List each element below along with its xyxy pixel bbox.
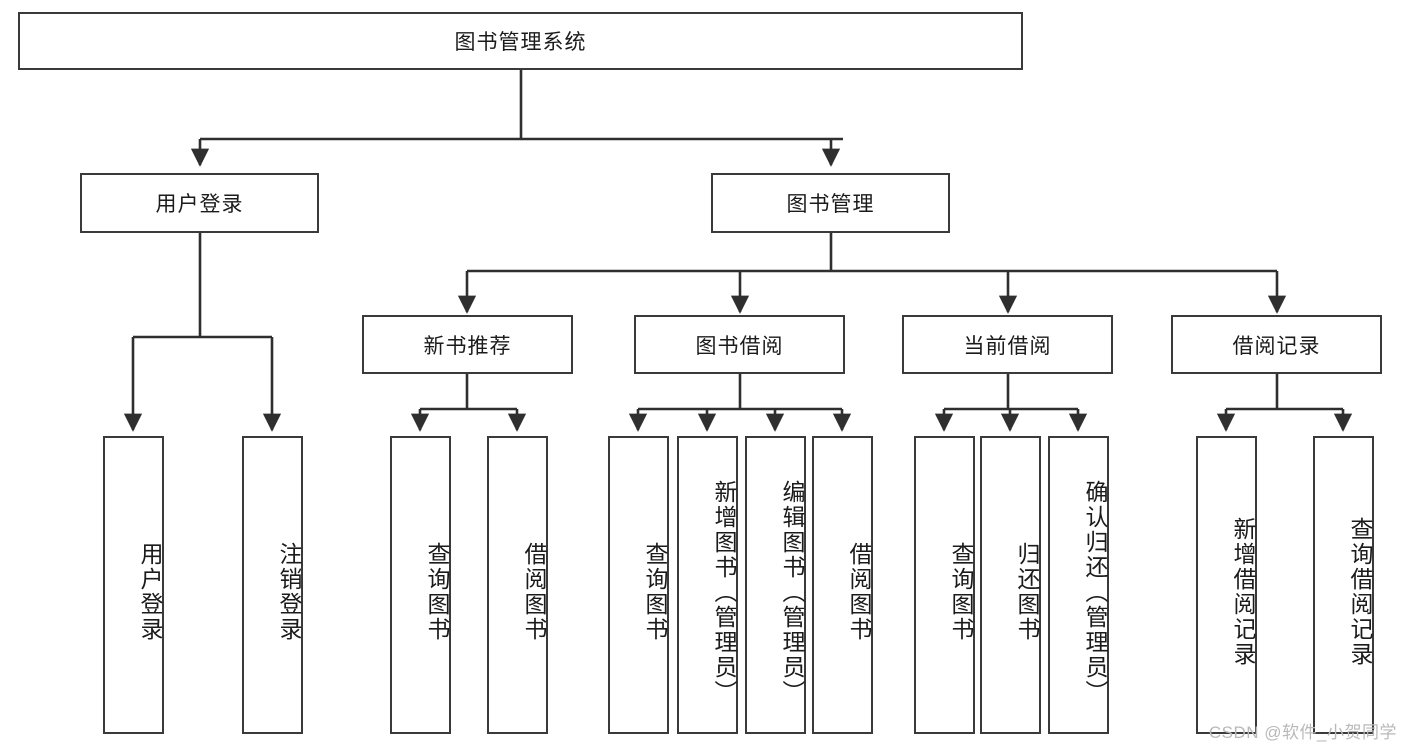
leaf-label: 查询借阅记录: [1347, 517, 1373, 667]
watermark: CSDN @软件_小贺同学: [1208, 723, 1397, 742]
leaf-user-login-signout[interactable]: 注销登录: [242, 436, 303, 734]
leaf-book-borrow-add[interactable]: 新增图书（管理员）: [677, 436, 738, 734]
leaf-new-book-query[interactable]: 查询图书: [390, 436, 451, 734]
leaf-label: 用户登录: [137, 542, 163, 642]
leaf-new-book-borrow[interactable]: 借阅图书: [487, 436, 548, 734]
node-root[interactable]: 图书管理系统: [18, 12, 1023, 70]
leaf-user-login-signin[interactable]: 用户登录: [103, 436, 164, 734]
leaf-book-borrow-edit[interactable]: 编辑图书（管理员）: [745, 436, 806, 734]
leaf-book-borrow-query[interactable]: 查询图书: [608, 436, 669, 734]
leaf-current-borrow-confirm[interactable]: 确认归还（管理员）: [1048, 436, 1109, 734]
leaf-current-borrow-return[interactable]: 归还图书: [980, 436, 1041, 734]
leaf-label: 查询图书: [424, 542, 450, 642]
node-user-login[interactable]: 用户登录: [80, 173, 319, 233]
node-book-management-label: 图书管理: [786, 193, 875, 216]
node-borrow-record[interactable]: 借阅记录: [1171, 315, 1382, 374]
node-book-borrow[interactable]: 图书借阅: [634, 315, 845, 374]
leaf-label: 归还图书: [1014, 542, 1040, 642]
leaf-record-query[interactable]: 查询借阅记录: [1313, 436, 1374, 734]
leaf-record-add[interactable]: 新增借阅记录: [1196, 436, 1257, 734]
node-root-label: 图书管理系统: [454, 31, 587, 54]
node-user-login-label: 用户登录: [155, 193, 244, 216]
node-book-borrow-label: 图书借阅: [695, 334, 784, 358]
leaf-label: 确认归还（管理员）: [1082, 479, 1108, 705]
node-current-borrow-label: 当前借阅: [963, 334, 1052, 358]
node-current-borrow[interactable]: 当前借阅: [902, 315, 1113, 374]
leaf-book-borrow-lend[interactable]: 借阅图书: [812, 436, 873, 734]
node-new-book-recommend-label: 新书推荐: [423, 334, 512, 358]
leaf-label: 借阅图书: [521, 542, 547, 642]
leaf-label: 查询图书: [642, 542, 668, 642]
leaf-current-borrow-query[interactable]: 查询图书: [914, 436, 975, 734]
node-book-management[interactable]: 图书管理: [711, 173, 950, 233]
node-new-book-recommend[interactable]: 新书推荐: [362, 315, 573, 374]
node-borrow-record-label: 借阅记录: [1232, 334, 1321, 358]
leaf-label: 注销登录: [276, 542, 302, 642]
leaf-label: 编辑图书（管理员）: [779, 479, 805, 705]
leaf-label: 新增图书（管理员）: [711, 479, 737, 705]
leaf-label: 新增借阅记录: [1230, 517, 1256, 667]
leaf-label: 查询图书: [948, 542, 974, 642]
leaf-label: 借阅图书: [846, 542, 872, 642]
